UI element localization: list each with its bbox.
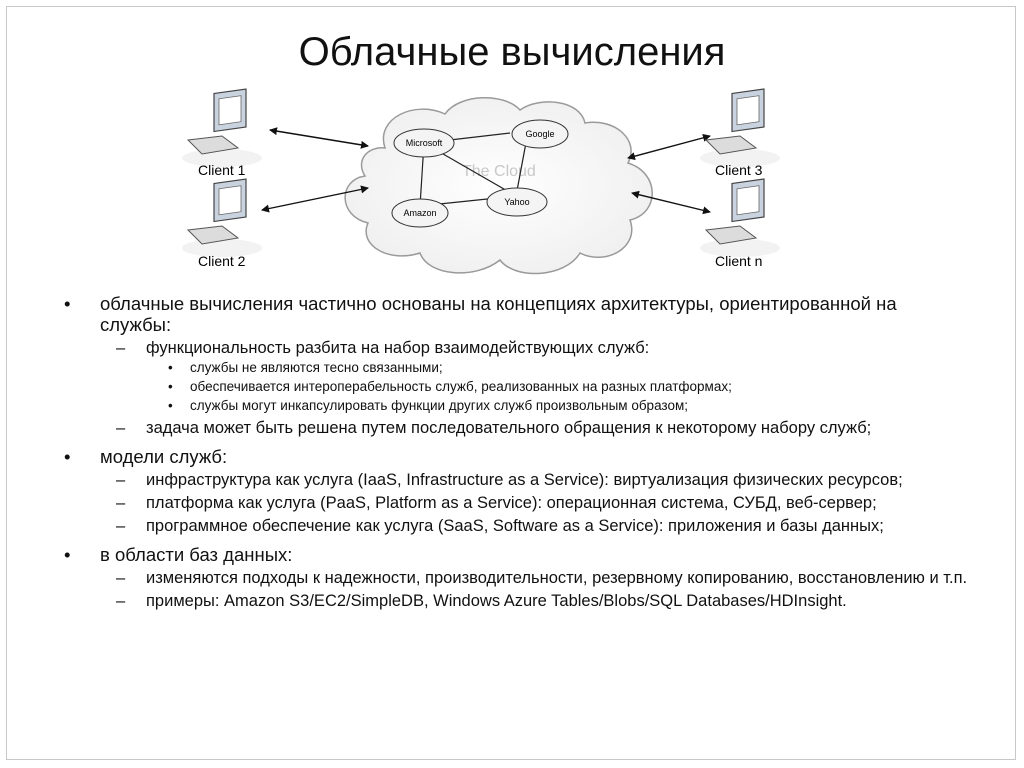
computer-client-3-icon bbox=[700, 88, 780, 167]
computer-client-1-icon bbox=[182, 88, 262, 167]
slide-title: Облачные вычисления bbox=[298, 30, 726, 74]
provider-yahoo: Yahoo bbox=[486, 187, 548, 217]
bullet-item: • модели служб: bbox=[58, 446, 968, 467]
sub-bullet-item: – примеры: Amazon S3/EC2/SimpleDB, Windo… bbox=[58, 592, 968, 611]
sub-bullet-text: задача может быть решена путем последова… bbox=[146, 419, 872, 437]
bullet-marker: • bbox=[64, 293, 71, 314]
sub-sub-bullet-item: • обеспечивается интероперабельность слу… bbox=[58, 378, 968, 396]
client-label: Client n bbox=[715, 253, 762, 269]
dot-marker: • bbox=[168, 360, 173, 375]
provider-google: Google bbox=[511, 119, 569, 149]
sub-bullet-text: изменяются подходы к надежности, произво… bbox=[146, 569, 968, 587]
sub-sub-bullet-item: • службы не являются тесно связанными; bbox=[58, 359, 968, 377]
client-label: Client 3 bbox=[715, 162, 763, 178]
sub-sub-bullet-text: службы могут инкапсулировать функции дру… bbox=[190, 398, 688, 413]
sub-sub-bullet-text: службы не являются тесно связанными; bbox=[190, 360, 443, 375]
provider-label: Amazon bbox=[403, 208, 436, 218]
bullet-marker: • bbox=[64, 446, 71, 467]
sub-sub-bullet-item: • службы могут инкапсулировать функции д… bbox=[58, 397, 968, 415]
provider-label: Microsoft bbox=[406, 138, 443, 148]
client-label: Client 2 bbox=[198, 253, 246, 269]
sub-bullet-item: – платформа как услуга (PaaS, Platform a… bbox=[58, 494, 968, 513]
sub-bullet-item: – задача может быть решена путем последо… bbox=[58, 419, 968, 438]
provider-label: Yahoo bbox=[504, 197, 529, 207]
sub-bullet-text: программное обеспечение как услуга (SaaS… bbox=[146, 517, 884, 535]
cloud-diagram: The Cloud Microsoft Google Amazon Yahoo bbox=[182, 88, 780, 275]
sub-bullet-item: – изменяются подходы к надежности, произ… bbox=[58, 569, 968, 588]
computer-client-n-icon bbox=[700, 178, 780, 257]
dash-marker: – bbox=[116, 494, 126, 512]
bullet-text: облачные вычисления частично основаны на… bbox=[100, 293, 897, 335]
bullet-list: • облачные вычисления частично основаны … bbox=[58, 293, 968, 611]
sub-bullet-text: примеры: Amazon S3/EC2/SimpleDB, Windows… bbox=[146, 592, 847, 610]
bullet-item: • в области баз данных: bbox=[58, 544, 968, 565]
dash-marker: – bbox=[116, 592, 126, 610]
sub-bullet-item: – функциональность разбита на набор взаи… bbox=[58, 339, 968, 358]
bullet-item: • облачные вычисления частично основаны … bbox=[58, 293, 968, 335]
sub-bullet-text: платформа как услуга (PaaS, Platform as … bbox=[146, 494, 877, 512]
sub-bullet-item: – программное обеспечение как услуга (Sa… bbox=[58, 517, 968, 536]
provider-amazon: Amazon bbox=[391, 198, 449, 228]
dash-marker: – bbox=[116, 517, 126, 535]
computer-client-2-icon bbox=[182, 178, 262, 257]
dash-marker: – bbox=[116, 471, 126, 489]
bullet-text: модели служб: bbox=[100, 446, 228, 467]
slide-frame bbox=[6, 6, 1016, 760]
sub-bullet-item: – инфраструктура как услуга (IaaS, Infra… bbox=[58, 471, 968, 490]
dash-marker: – bbox=[116, 419, 126, 437]
sub-bullet-text: функциональность разбита на набор взаимо… bbox=[146, 339, 650, 357]
bullet-text: в области баз данных: bbox=[100, 544, 293, 565]
bullet-marker: • bbox=[64, 544, 71, 565]
dash-marker: – bbox=[116, 339, 126, 357]
dot-marker: • bbox=[168, 379, 173, 394]
dot-marker: • bbox=[168, 398, 173, 413]
provider-label: Google bbox=[525, 129, 554, 139]
sub-bullet-text: инфраструктура как услуга (IaaS, Infrast… bbox=[146, 471, 903, 489]
sub-sub-bullet-text: обеспечивается интероперабельность служб… bbox=[190, 379, 732, 394]
provider-microsoft: Microsoft bbox=[393, 128, 455, 158]
dash-marker: – bbox=[116, 569, 126, 587]
client-label: Client 1 bbox=[198, 162, 246, 178]
